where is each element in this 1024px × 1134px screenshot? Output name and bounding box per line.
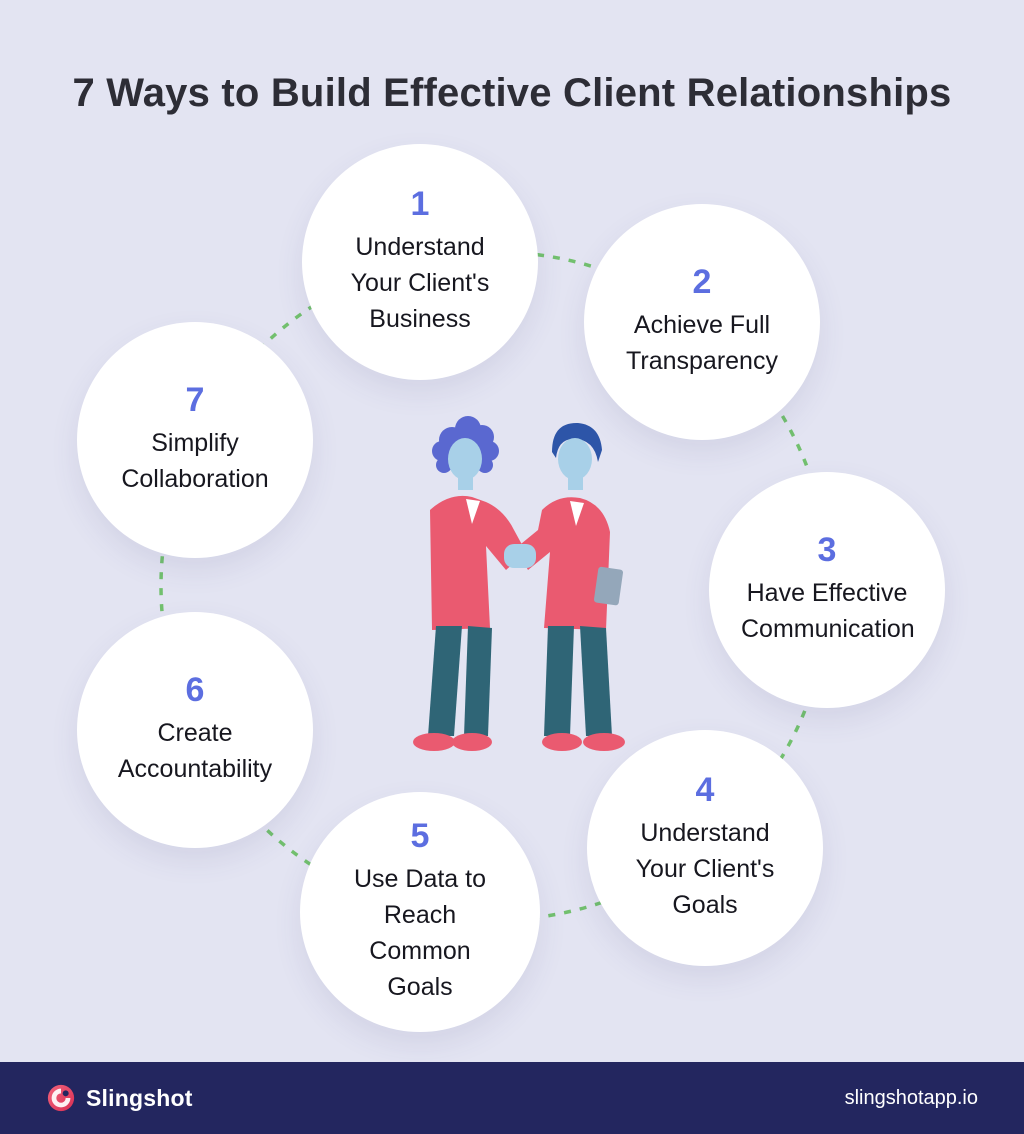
step-circle-6: 6 Create Accountability <box>77 612 313 848</box>
step-number: 6 <box>185 670 205 709</box>
step-number: 3 <box>817 530 837 569</box>
step-label: Use Data to Reach Common Goals <box>353 864 486 1002</box>
step-number: 5 <box>410 816 430 855</box>
step-number: 4 <box>695 770 715 809</box>
person-right <box>516 422 625 751</box>
step-number: 7 <box>185 380 205 419</box>
step-number: 1 <box>410 184 430 223</box>
footer-bar: Slingshot slingshotapp.io <box>0 1062 1024 1134</box>
step-label: Understand Your Client's Goals <box>635 818 775 920</box>
step-circle-3: 3 Have Effective Communication <box>709 472 945 708</box>
step-circle-1: 1 Understand Your Client's Business <box>302 144 538 380</box>
brand-lockup: Slingshot <box>46 1083 193 1113</box>
step-circle-2: 2 Achieve Full Transparency <box>584 204 820 440</box>
step-label: Have Effective Communication <box>741 578 915 643</box>
step-circle-5: 5 Use Data to Reach Common Goals <box>300 792 540 1032</box>
handshake-hands <box>504 544 536 568</box>
step-circle-7: 7 Simplify Collaboration <box>77 322 313 558</box>
person-left <box>413 416 526 751</box>
step-label: Achieve Full Transparency <box>626 310 778 375</box>
step-number: 2 <box>692 262 712 301</box>
step-label: Create Accountability <box>117 718 273 783</box>
step-label: Simplify Collaboration <box>121 428 269 493</box>
step-label: Understand Your Client's Business <box>350 232 490 334</box>
brand-name: Slingshot <box>86 1084 193 1111</box>
step-circle-4: 4 Understand Your Client's Goals <box>587 730 823 966</box>
page-title: 7 Ways to Build Effective Client Relatio… <box>72 70 952 115</box>
slingshot-logo-icon <box>47 1084 75 1112</box>
footer-url: slingshotapp.io <box>844 1086 978 1109</box>
handshake-illustration <box>413 416 625 751</box>
